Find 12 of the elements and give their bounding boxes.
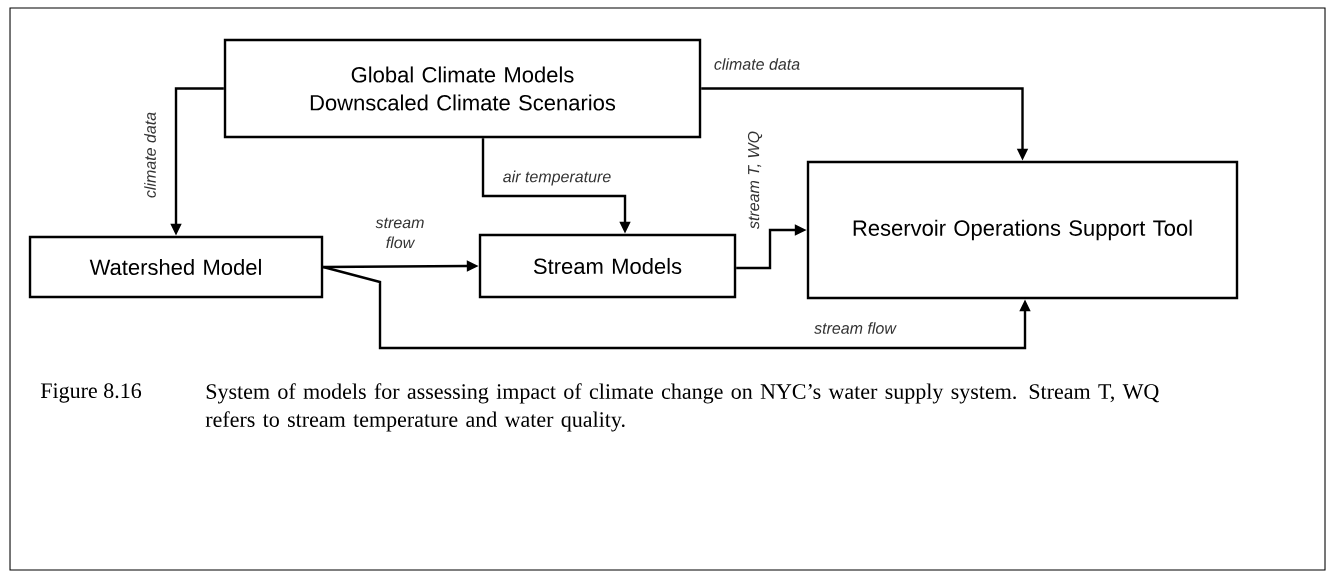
edge-label: climate data xyxy=(144,112,156,198)
edge-label: stream flow xyxy=(375,217,424,249)
edge-label: stream T, WQ xyxy=(747,131,763,229)
model-box: Reservoir Operations Support Tool xyxy=(806,160,1239,300)
figure-number: Figure 8.16 xyxy=(40,383,142,403)
edge-label: air temperature xyxy=(503,170,611,186)
edge-label: climate data xyxy=(714,58,800,70)
caption: System of models for assessing impact of climate change on NYC’s water supply system. Stream T, WQ refers to stream temperature and water quality. xyxy=(205,383,1159,432)
edge-label: stream flow xyxy=(814,322,897,334)
model-box: Stream Models xyxy=(478,233,737,299)
model-box: Watershed Model xyxy=(28,235,324,299)
model-box: Global Climate Models Downscaled Climate Scenarios xyxy=(223,38,702,139)
